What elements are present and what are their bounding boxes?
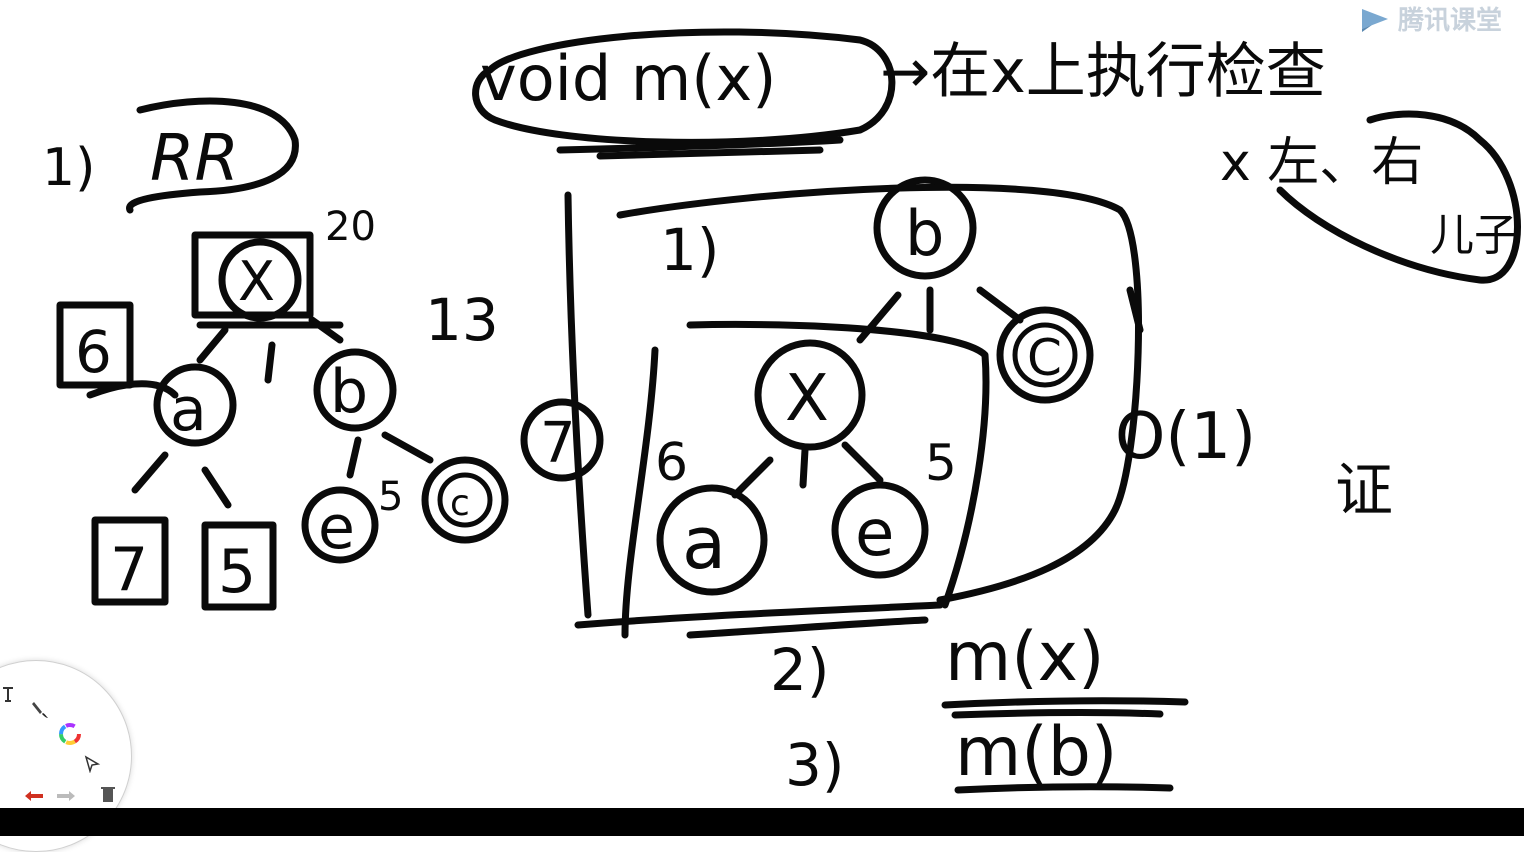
node-a-circle xyxy=(153,363,237,447)
node-a-label: a xyxy=(170,375,207,445)
center-label-6: 6 xyxy=(655,433,688,493)
rotation-loop xyxy=(126,97,299,214)
brand-logo: 腾讯课堂 xyxy=(1358,0,1502,37)
edge-6-a xyxy=(86,380,179,399)
edge-x-e-center xyxy=(841,441,884,484)
node-e-circle xyxy=(301,486,379,564)
signature-oval xyxy=(472,28,896,146)
left-example-tree: 1) RR X 20 13 6 a b 7 5 e 5 c 7 xyxy=(42,97,604,611)
step3-label: 3) xyxy=(785,731,845,799)
center-node-e-circle xyxy=(831,481,929,579)
node-c-inner xyxy=(437,472,493,528)
step3-call: m(b) xyxy=(955,713,1117,792)
divider-left xyxy=(564,191,592,619)
inner-bottom xyxy=(686,616,929,639)
header-x-note: x 左、右 xyxy=(1220,133,1423,193)
child-note-loop xyxy=(1276,110,1521,284)
signature-underline-2 xyxy=(596,146,824,160)
brand-logo-text: 腾讯课堂 xyxy=(1397,6,1502,36)
edge-b-c-center xyxy=(976,286,1024,324)
leaf-7-label: 7 xyxy=(110,535,148,605)
node-7-label: 7 xyxy=(540,411,576,476)
outer-box xyxy=(616,183,1142,604)
edge-x-arrow-center xyxy=(799,446,809,489)
bottom-bar xyxy=(0,808,1524,836)
center-node-a-circle xyxy=(656,484,768,596)
node-c-label: c xyxy=(450,483,470,524)
undo-icon[interactable] xyxy=(23,785,45,807)
label-6: 6 xyxy=(75,318,112,386)
leaf-7-box xyxy=(91,516,169,606)
brush-icon[interactable] xyxy=(29,699,51,721)
edge-b-c xyxy=(381,431,434,464)
edge-x-b xyxy=(308,316,344,344)
signature-text: void m(x) xyxy=(480,42,776,115)
node-b-label: b xyxy=(330,357,368,427)
center-node-b-label: b xyxy=(905,197,944,270)
node-c-circle xyxy=(421,456,509,544)
steps-group: 2) m(x) 3) m(b) xyxy=(770,618,1189,799)
header-child-note: 儿子 xyxy=(1430,210,1518,261)
play-icon xyxy=(1361,8,1388,32)
step3-underline xyxy=(954,783,1174,794)
inner-box xyxy=(686,320,990,609)
center-node-a-label: a xyxy=(682,501,726,585)
center-node-c-label: C xyxy=(1027,329,1062,387)
node-b-circle xyxy=(313,348,397,432)
edge-x-a xyxy=(196,326,229,364)
node-x-label: X xyxy=(238,250,275,313)
center-node-c-inner xyxy=(1012,322,1078,388)
center-tick-7 xyxy=(1126,286,1144,334)
leaf-5-box xyxy=(201,521,277,611)
center-node-e-label: e xyxy=(855,497,894,571)
rotation-label: RR xyxy=(150,122,239,196)
pointer-icon[interactable] xyxy=(81,753,103,775)
center-label-5: 5 xyxy=(925,434,957,492)
step2-label: 2) xyxy=(770,636,830,704)
label-5-small: 5 xyxy=(378,474,403,520)
header-signature-group: void m(x) →在x上执行检查 x 左、右 儿子 xyxy=(472,28,1521,284)
node-e-label: e xyxy=(318,493,355,563)
node-x-circle xyxy=(218,238,302,322)
step2-call: m(x) xyxy=(945,618,1105,697)
center-step-label: 1) xyxy=(660,216,720,284)
right-note: 证 xyxy=(1335,456,1393,524)
label-20: 20 xyxy=(325,204,376,250)
leaf-5-label: 5 xyxy=(218,537,256,607)
node-6-box xyxy=(56,301,134,389)
step2-underline xyxy=(941,697,1189,709)
edge-x-a-center xyxy=(731,456,774,499)
text-icon[interactable] xyxy=(0,683,19,705)
header-arrow-note: →在x上执行检查 xyxy=(880,37,1326,107)
center-node-x-circle xyxy=(754,339,866,451)
complexity-label: O(1) xyxy=(1115,400,1256,474)
step2-underline-2 xyxy=(951,709,1164,719)
edge-x-arrow xyxy=(264,341,276,384)
label-13: 13 xyxy=(425,286,499,354)
node-7-circle xyxy=(520,398,604,482)
trash-icon[interactable] xyxy=(97,783,119,805)
left-step-label: 1) xyxy=(42,138,95,198)
edge-b-x xyxy=(856,291,902,344)
center-node-c-circle xyxy=(996,306,1094,404)
center-node-b-circle xyxy=(873,176,977,280)
divider-bottom xyxy=(574,601,944,629)
center-diagram: 1) b C X 6 5 a e O(1) 证 xyxy=(564,176,1393,639)
signature-underline xyxy=(556,136,844,154)
edge-b-e xyxy=(346,436,362,479)
color-wheel-icon[interactable] xyxy=(59,723,81,745)
edge-a-7 xyxy=(131,451,169,494)
inner-left-line xyxy=(621,346,659,639)
center-node-x-label: X xyxy=(785,362,829,436)
redo-icon[interactable] xyxy=(55,785,77,807)
edge-a-5 xyxy=(201,466,232,509)
